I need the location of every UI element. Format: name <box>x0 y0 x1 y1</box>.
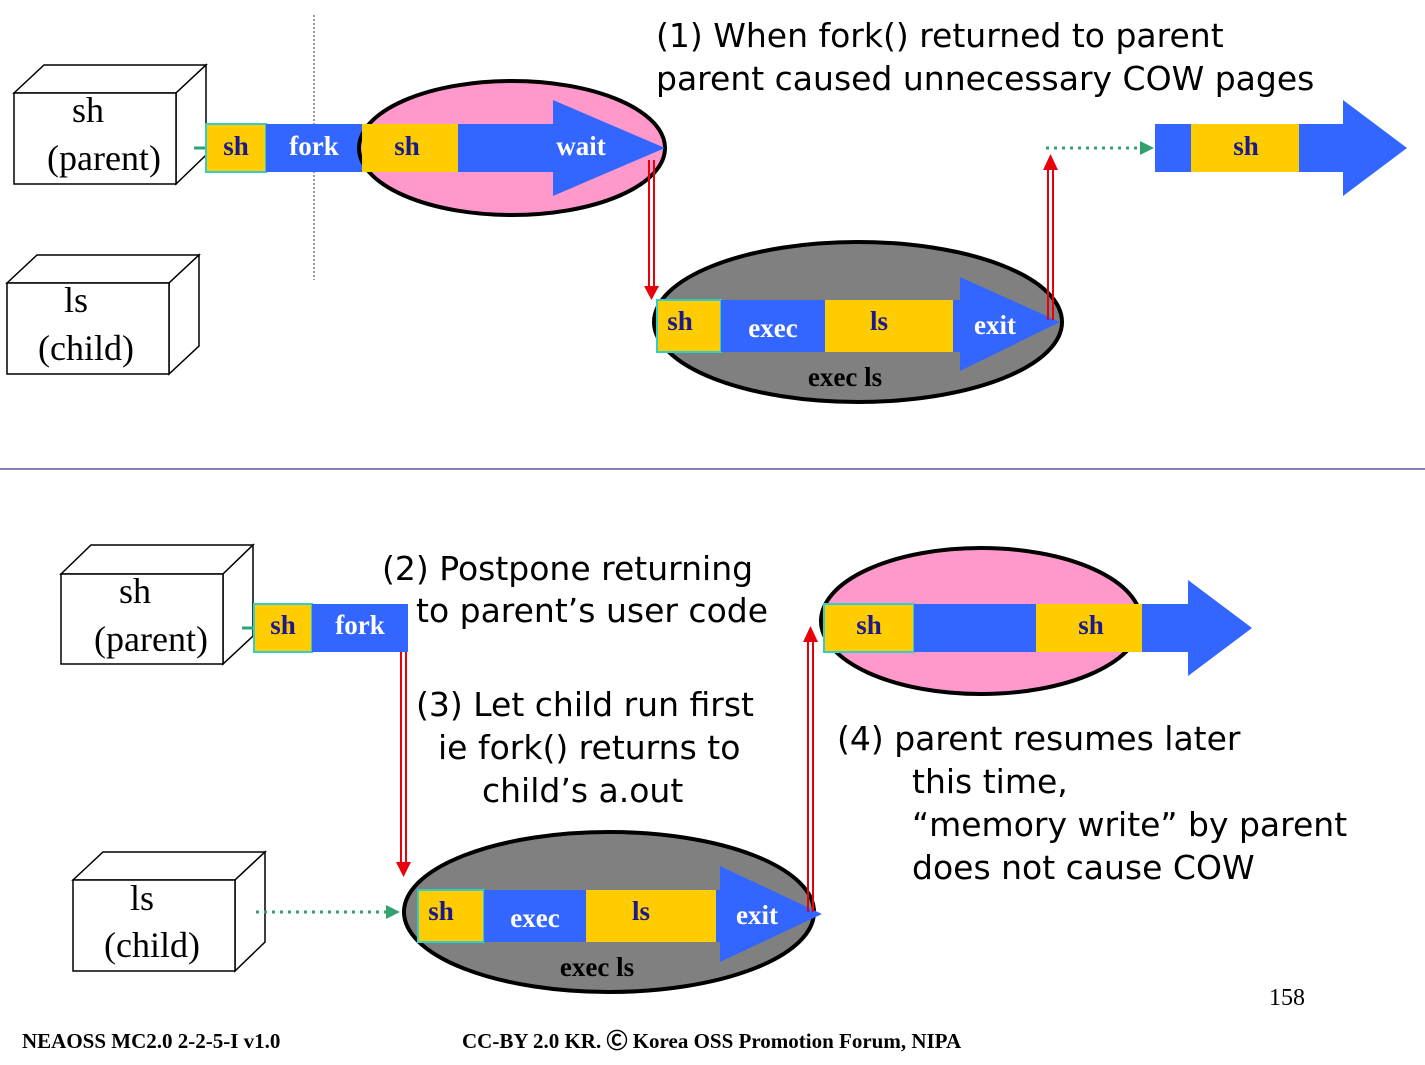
note-2-line-2: to parent’s user code <box>416 591 768 630</box>
segment-wait: wait <box>556 131 606 161</box>
note-3-line-2: ie fork() returns to <box>438 728 740 767</box>
child-exec-timeline: sh exec ls exit exec ls <box>402 830 822 994</box>
fork-to-child-arrow <box>396 652 411 877</box>
parent-resume-bar: sh <box>1155 100 1407 196</box>
segment-exec: exec <box>510 903 559 933</box>
segment-sh: sh <box>270 610 296 640</box>
child-box-role: (child) <box>104 925 200 965</box>
footer-center: CC-BY 2.0 KR. Ⓒ Korea OSS Promotion Foru… <box>462 1029 962 1053</box>
segment-sh: sh <box>856 610 882 640</box>
note-4-line-3: “memory write” by parent <box>912 805 1347 844</box>
parent-box-name: sh <box>72 90 104 130</box>
segment-sh: sh <box>1233 131 1259 161</box>
child-box-name: ls <box>130 878 154 918</box>
exec-caption: exec ls <box>560 952 634 982</box>
segment-fork: fork <box>289 131 339 161</box>
segment-sh: sh <box>428 896 454 926</box>
child-process-box: ls (child) <box>5 253 201 376</box>
fork-to-child-arrow <box>644 160 659 300</box>
segment-sh: sh <box>223 131 249 161</box>
segment-ls: ls <box>870 306 888 336</box>
note-2-line-1: (2) Postpone returning <box>382 549 753 588</box>
child-box-role: (child) <box>38 328 134 368</box>
segment-sh: sh <box>667 306 693 336</box>
note-1-line-2: parent caused unnecessary COW pages <box>656 59 1314 98</box>
segment-fork: fork <box>335 610 385 640</box>
child-exec-timeline: sh exec ls exit exec ls <box>652 240 1064 404</box>
child-start-dotted-arrow <box>256 905 400 919</box>
note-3-line-3: child’s a.out <box>482 771 683 810</box>
parent-box-name: sh <box>119 571 151 611</box>
child-box-name: ls <box>64 280 88 320</box>
segment-sh: sh <box>394 131 420 161</box>
note-3-line-1: (3) Let child run first <box>416 685 754 724</box>
parent-box-role: (parent) <box>47 138 161 178</box>
parent-timeline-bar: sh fork <box>253 603 408 653</box>
exit-to-parent-arrow <box>803 626 818 912</box>
parent-process-box: sh (parent) <box>59 543 255 666</box>
segment-sh: sh <box>1078 610 1104 640</box>
page-number: 158 <box>1269 985 1305 1011</box>
parent-resume-bar: sh sh <box>819 546 1252 696</box>
child-process-box: ls (child) <box>71 850 267 973</box>
parent-box-role: (parent) <box>94 619 208 659</box>
parent-process-box: sh (parent) <box>12 63 208 186</box>
note-4-line-2: this time, <box>912 762 1068 801</box>
note-4-line-1: (4) parent resumes later <box>837 719 1241 758</box>
note-1-line-1: (1) When fork() returned to parent <box>656 16 1224 55</box>
exec-caption: exec ls <box>808 362 882 392</box>
segment-exec: exec <box>748 313 797 343</box>
resume-dotted-arrow <box>1046 141 1154 155</box>
segment-exit: exit <box>974 310 1016 340</box>
parent-timeline-bar: sh fork sh wait <box>205 79 667 217</box>
footer-left: NEAOSS MC2.0 2-2-5-I v1.0 <box>22 1029 280 1053</box>
segment-exit: exit <box>736 900 778 930</box>
note-4-line-4: does not cause COW <box>912 848 1255 887</box>
segment-ls: ls <box>632 896 650 926</box>
exit-to-parent-arrow <box>1043 154 1058 320</box>
